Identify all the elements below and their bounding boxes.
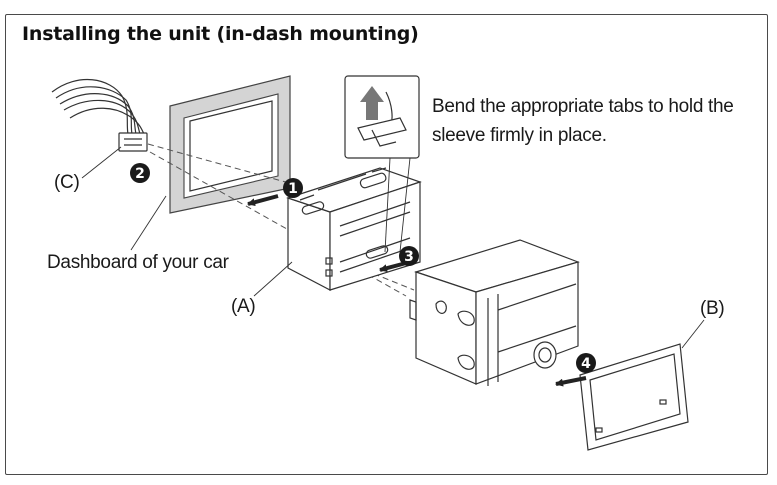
label-c: (C) (54, 172, 80, 193)
arrow-step-4 (555, 376, 587, 387)
tab-bend-note-line-2: sleeve firmly in place. (432, 125, 607, 146)
wiring-harness (51, 78, 148, 152)
leader-b (681, 319, 705, 349)
dashboard-frame (169, 75, 291, 214)
label-b: (B) (700, 298, 725, 319)
leader-a (253, 261, 293, 297)
arrow-step-1 (247, 194, 279, 207)
svg-text:3: 3 (404, 249, 414, 265)
leader-dashboard (130, 195, 167, 251)
guide-line (147, 143, 301, 187)
dashboard-label: Dashboard of your car (47, 252, 229, 273)
step-4-marker: 4 (576, 353, 596, 373)
trim-plate (579, 343, 689, 451)
tab-detail-callout (344, 75, 420, 253)
step-3-marker: 3 (399, 246, 419, 266)
page-title: Installing the unit (in-dash mounting) (22, 23, 419, 45)
step-2-marker: 2 (130, 163, 150, 183)
label-a: (A) (231, 296, 256, 317)
diagram-frame (5, 14, 768, 475)
tab-bend-note: Bend the appropriate tabs to hold the sl… (432, 92, 734, 150)
svg-text:4: 4 (581, 356, 591, 372)
svg-text:1: 1 (288, 181, 298, 197)
step-1-marker: 1 (283, 178, 303, 198)
tab-bend-note-line-1: Bend the appropriate tabs to hold the (432, 96, 734, 117)
mounting-sleeve (286, 167, 422, 291)
leader-c (81, 146, 122, 179)
receiver-unit (409, 239, 580, 386)
svg-text:2: 2 (135, 166, 145, 182)
